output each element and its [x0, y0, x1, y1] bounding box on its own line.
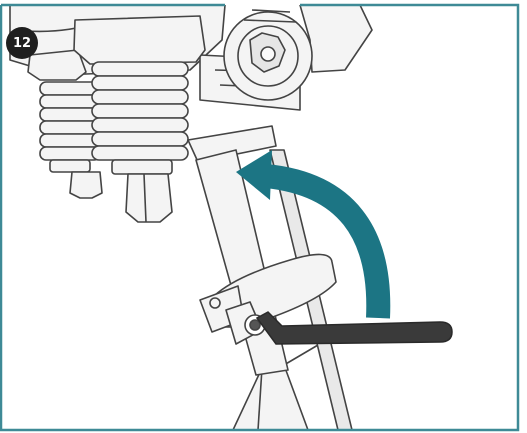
- spring-left: [27, 49, 103, 199]
- panel-border: [0, 3, 520, 432]
- step-number-badge: 12: [6, 27, 38, 59]
- curved-rotate-arrow-icon: [236, 150, 391, 319]
- adjustment-knob: [223, 9, 313, 101]
- clamp-ring: [199, 253, 337, 345]
- step-number: 12: [12, 35, 32, 51]
- spring-right: [73, 15, 206, 223]
- post-collar: [187, 125, 277, 163]
- allen-key-icon: [255, 311, 453, 345]
